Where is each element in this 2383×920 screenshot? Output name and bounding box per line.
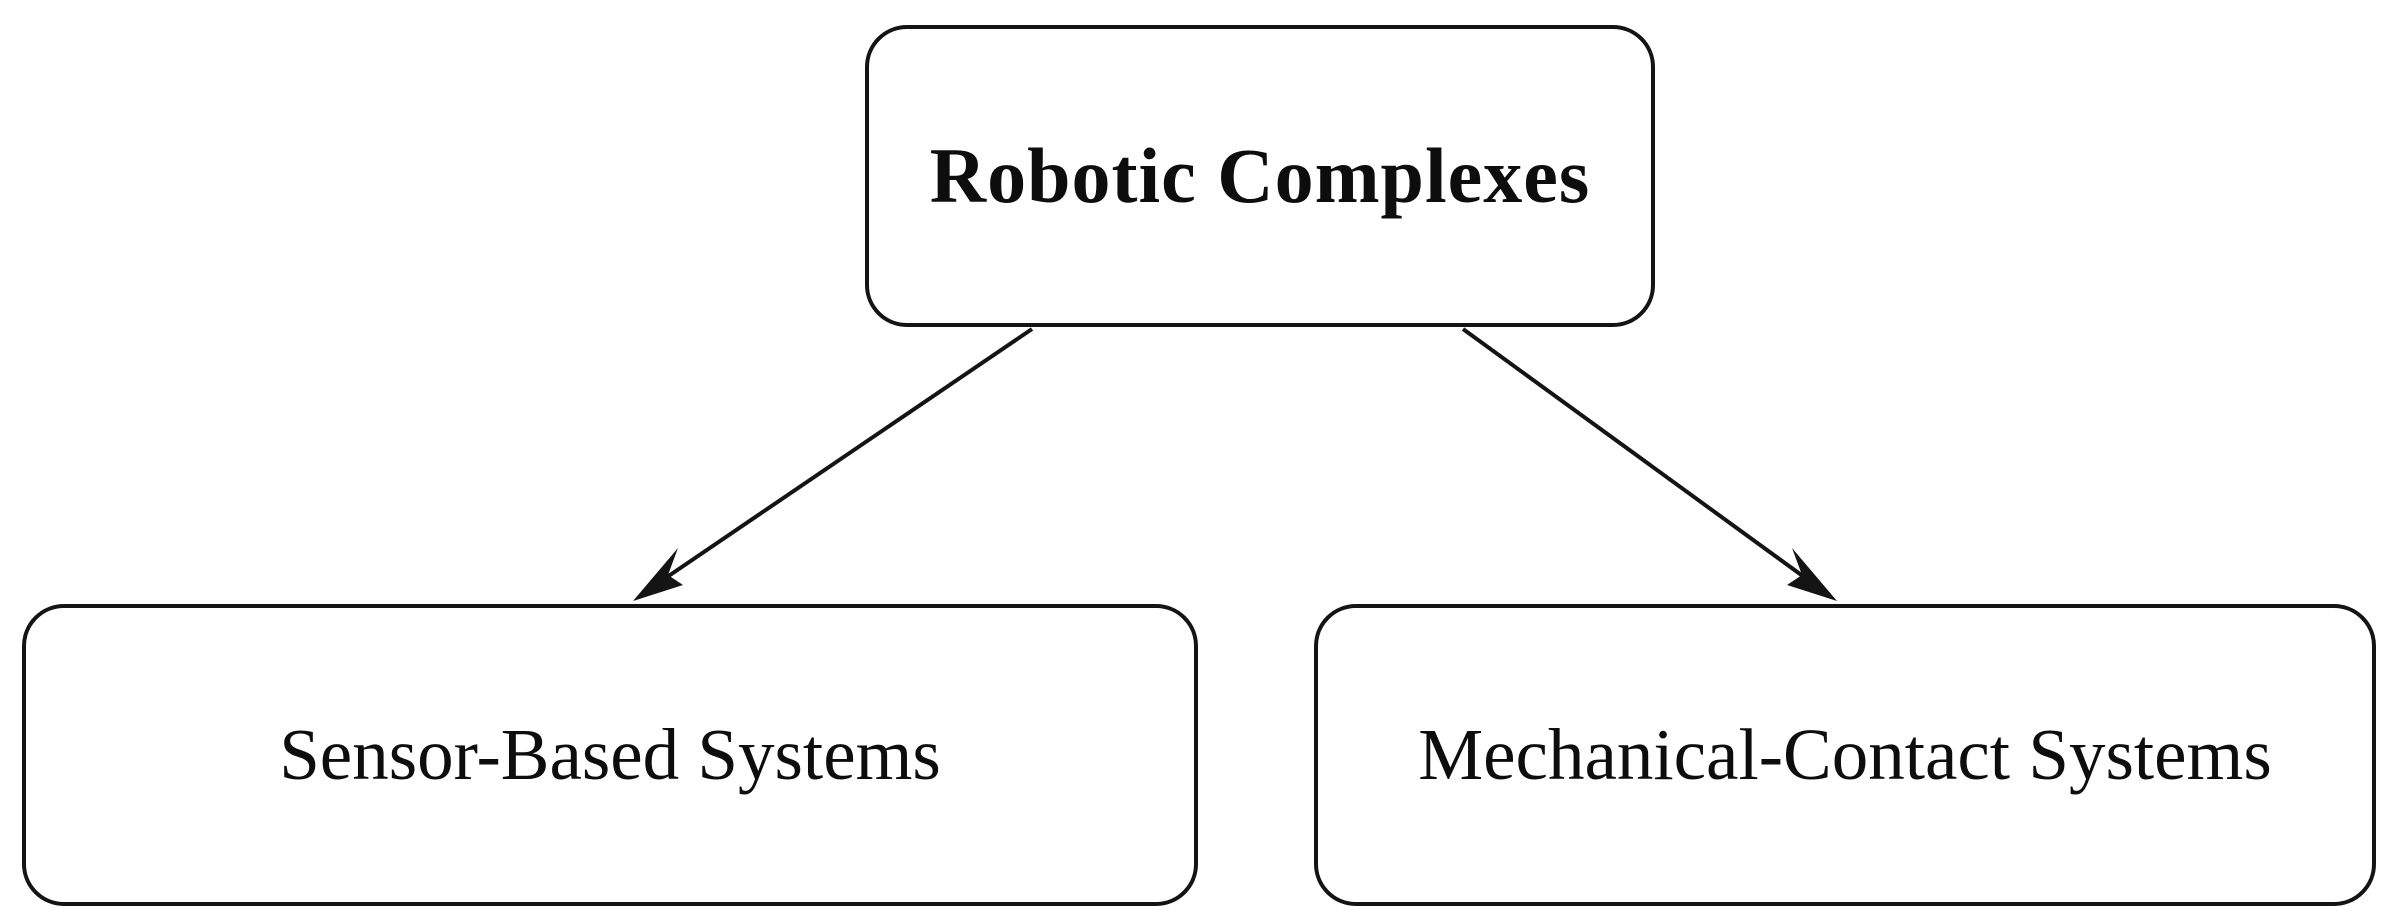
node-sensor-based-systems-label: Sensor-Based Systems: [279, 714, 941, 795]
node-mechanical-contact-systems: Mechanical-Contact Systems: [1314, 604, 2376, 906]
node-sensor-based-systems: Sensor-Based Systems: [22, 604, 1198, 906]
arrow-to-sensor-based-systems: [646, 329, 1032, 590]
node-robotic-complexes-label: Robotic Complexes: [929, 132, 1591, 219]
arrowhead-sensor-based: [633, 548, 683, 601]
node-robotic-complexes: Robotic Complexes: [865, 25, 1655, 327]
arrowhead-mechanical-contact: [1787, 548, 1837, 601]
arrow-to-mechanical-contact-systems: [1463, 329, 1824, 590]
node-mechanical-contact-systems-label: Mechanical-Contact Systems: [1418, 714, 2272, 795]
